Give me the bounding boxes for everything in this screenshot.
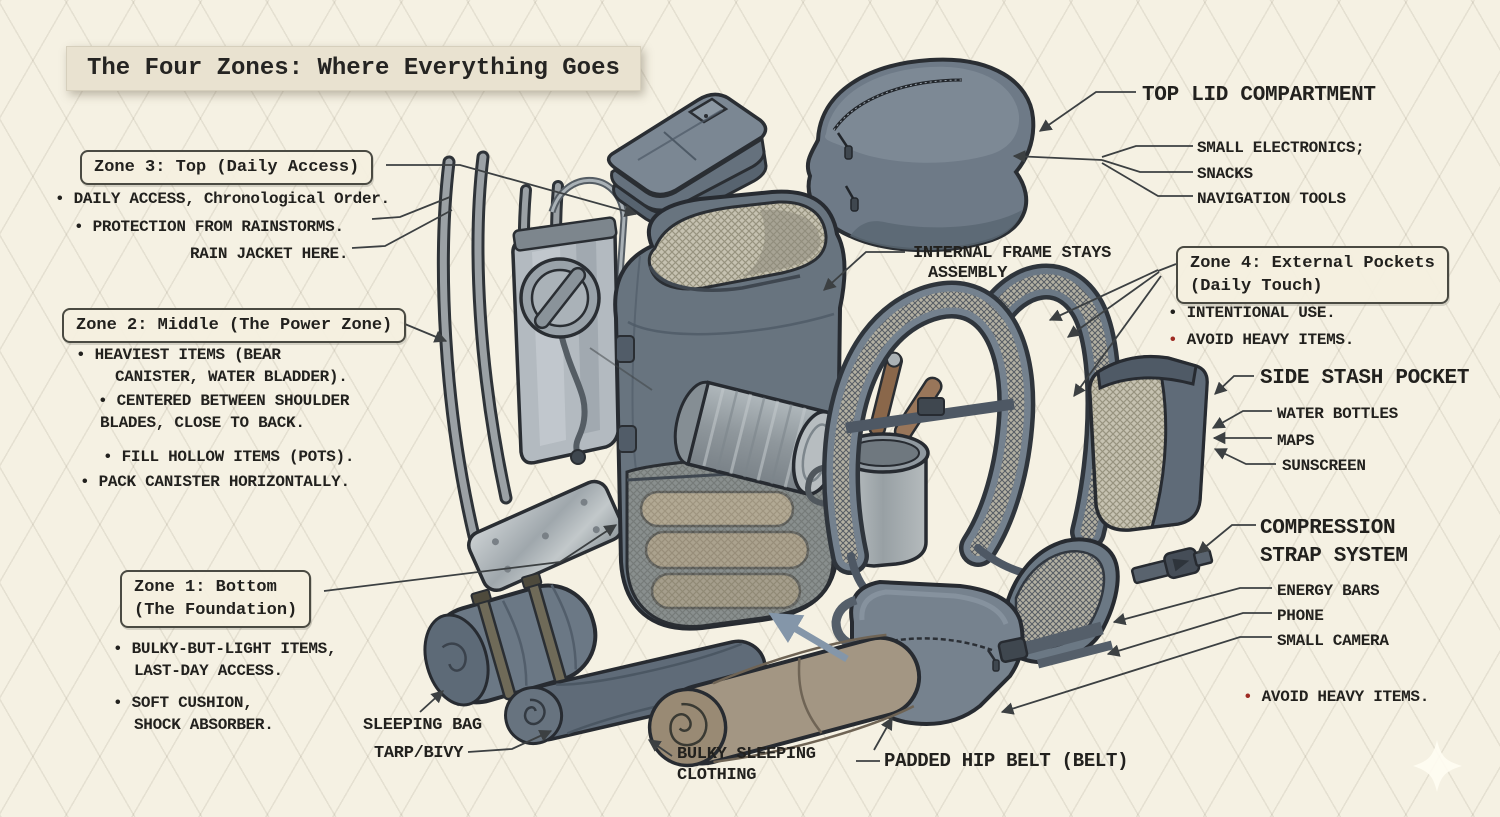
side-pocket-item-1: WATER BOTTLES [1277,405,1398,423]
connector-hip-belt [873,716,893,751]
side-pocket-item-2: MAPS [1277,432,1315,450]
zone4-heading-line-1: Zone 4: External Pockets [1190,254,1435,273]
zone2-bullet-3: FILL HOLLOW ITEMS (POTS). [103,448,355,466]
zone3-bullet-3: RAIN JACKET HERE. [190,245,349,263]
connector-top-lid [1038,91,1136,132]
top-lid-item-2: SNACKS [1197,165,1253,183]
connector-lines [323,91,1276,762]
page-title: The Four Zones: Where Everything Goes [66,46,641,91]
compression-item-2: PHONE [1277,607,1324,625]
hip-belt-label: PADDED HIP BELT (BELT) [884,750,1129,772]
zone2-bullet-2-line-1: CENTERED BETWEEN SHOULDER [98,392,350,410]
internal-frame-label-line-1: INTERNAL FRAME STAYS [913,244,1112,263]
zone1-bullet-2-line-1: SOFT CUSHION, [113,694,253,712]
top-lid-item-3: NAVIGATION TOOLS [1197,190,1346,208]
side-pocket-label: SIDE STASH POCKET [1260,367,1470,390]
zone2-heading: Zone 2: Middle (The Power Zone) [76,316,393,335]
zone1-bullet-2-line-2: SHOCK ABSORBER. [134,716,274,734]
connector-compression [1197,524,1256,554]
zone2-heading-box: Zone 2: Middle (The Power Zone) [62,308,407,343]
zone3-heading: Zone 3: Top (Daily Access) [94,158,360,177]
zone2-bullet-2-line-2: BLADES, CLOSE TO BACK. [100,414,305,432]
connector-sleeping-bag [419,690,444,713]
zone2-bullet-1-line-1: HEAVIEST ITEMS (BEAR [76,346,281,364]
zone3-heading-box: Zone 3: Top (Daily Access) [80,150,374,185]
connector-zone4-c [1073,275,1162,398]
connector-zone4-a [1048,269,1159,321]
sleeping-bag-label: SLEEPING BAG [363,716,482,735]
connector-lid-items-arrow [1012,150,1103,163]
bear-canister-illustration [673,380,841,496]
connector-small-camera [1000,636,1272,715]
side-stash-pocket-illustration [1087,354,1209,532]
steel-arrow [768,612,849,663]
connector-zone4-b [1066,271,1160,338]
connector-rain-jacket [351,209,453,249]
zone2-bullet-1-line-2: CANISTER, WATER BLADDER). [115,368,348,386]
connector-water-bottles [1211,410,1272,429]
connector-phone [1106,612,1272,657]
compression-item-1: ENERGY BARS [1277,582,1380,600]
connector-rainstorms [371,196,451,220]
connector-lid-item-1 [1101,145,1193,158]
compression-item-3: SMALL CAMERA [1277,632,1389,650]
connector-lid-item-3 [1101,162,1193,197]
tarp-roll-illustration [504,639,767,746]
zone1-heading-line-2: (The Foundation) [134,601,298,620]
side-pocket-item-3: SUNSCREEN [1282,457,1366,475]
page-title-text: The Four Zones: Where Everything Goes [87,55,620,82]
frame-sheet-illustration [467,479,624,593]
connector-zone1 [323,524,618,592]
compression-warning: AVOID HEAVY ITEMS. [1243,688,1430,706]
connector-bulky [647,739,673,757]
sketch-line-pack [589,347,653,391]
zone4-heading-line-2: (Daily Touch) [1190,277,1323,296]
connector-lid-item-2 [1101,159,1193,173]
compression-buckle-illustration [1131,547,1214,585]
connector-zone2 [399,321,448,343]
zone4-bullet-2: AVOID HEAVY ITEMS. [1168,331,1355,349]
zone2-bullet-4: PACK CANISTER HORIZONTALLY. [80,473,350,491]
zone1-heading-box: Zone 1: Bottom (The Foundation) [120,570,312,628]
sparkle-star [1413,740,1462,792]
connector-tarp [467,730,553,753]
bulky-clothing-label-line-2: CLOTHING [677,766,757,785]
zone3-bullet-2: PROTECTION FROM RAINSTORMS. [74,218,344,236]
connector-zone3 [386,164,638,218]
hydration-bladder-illustration [511,176,628,465]
top-lid-illustration [805,57,1036,253]
zone4-bullet-1: INTENTIONAL USE. [1168,304,1336,322]
zone1-bullet-1-line-1: BULKY-BUT-LIGHT ITEMS, [113,640,337,658]
zone3-bullet-1: DAILY ACCESS, Chronological Order. [55,190,391,208]
compression-label-line-2: STRAP SYSTEM [1260,545,1408,568]
zone4-heading-box: Zone 4: External Pockets (Daily Touch) [1176,246,1449,304]
connector-zone4-stub [1157,263,1177,272]
clothing-roll-illustration [647,633,922,768]
zone1-heading-line-1: Zone 1: Bottom [134,578,277,597]
bulky-clothing-label-line-1: BULKY SLEEPING [677,745,816,764]
connector-side-pocket [1214,375,1254,395]
internal-frame-label-line-2: ASSEMBLY [928,264,1008,283]
connector-energy-bars [1112,587,1272,626]
zone1-bullet-1-line-2: LAST-DAY ACCESS. [134,662,283,680]
connector-internal-frame [823,251,905,291]
tarp-bivy-label: TARP/BIVY [374,744,464,763]
connector-sunscreen [1213,448,1276,465]
top-lid-item-1: SMALL ELECTRONICS; [1197,139,1365,157]
compression-label-line-1: COMPRESSION [1260,517,1396,540]
top-lid-label: TOP LID COMPARTMENT [1142,84,1376,107]
